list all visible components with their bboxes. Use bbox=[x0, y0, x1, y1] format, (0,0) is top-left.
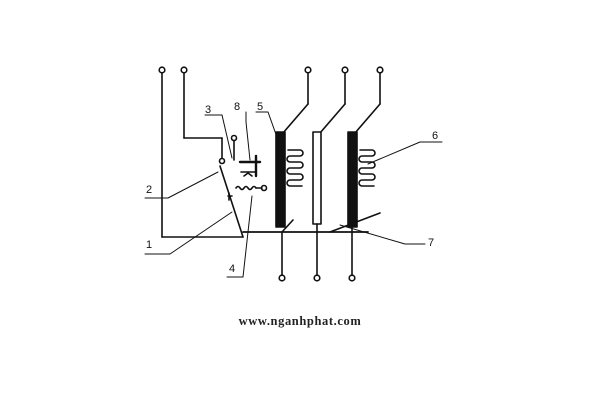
label-3: 3 bbox=[205, 104, 211, 116]
phase-2 bbox=[312, 66, 349, 282]
label-1: 1 bbox=[146, 239, 152, 251]
label-6: 6 bbox=[432, 130, 438, 142]
label-7: 7 bbox=[428, 237, 434, 249]
label-8: 8 bbox=[234, 101, 240, 113]
contact-post bbox=[230, 134, 238, 161]
label-5: 5 bbox=[257, 101, 263, 113]
callout-labels: 1 2 3 4 5 6 7 8 bbox=[146, 101, 438, 275]
adjusting-spring bbox=[227, 184, 268, 201]
phase-1 bbox=[275, 66, 312, 282]
bimetal-element bbox=[238, 154, 262, 178]
website-watermark: www.nganhphat.com bbox=[238, 314, 362, 328]
phase-3 bbox=[347, 66, 384, 282]
label-2: 2 bbox=[146, 184, 152, 196]
leader-lines bbox=[144, 111, 443, 278]
operating-lever bbox=[219, 165, 244, 238]
control-wire-left bbox=[158, 66, 244, 238]
control-wire-right bbox=[180, 66, 226, 165]
label-4: 4 bbox=[229, 263, 235, 275]
